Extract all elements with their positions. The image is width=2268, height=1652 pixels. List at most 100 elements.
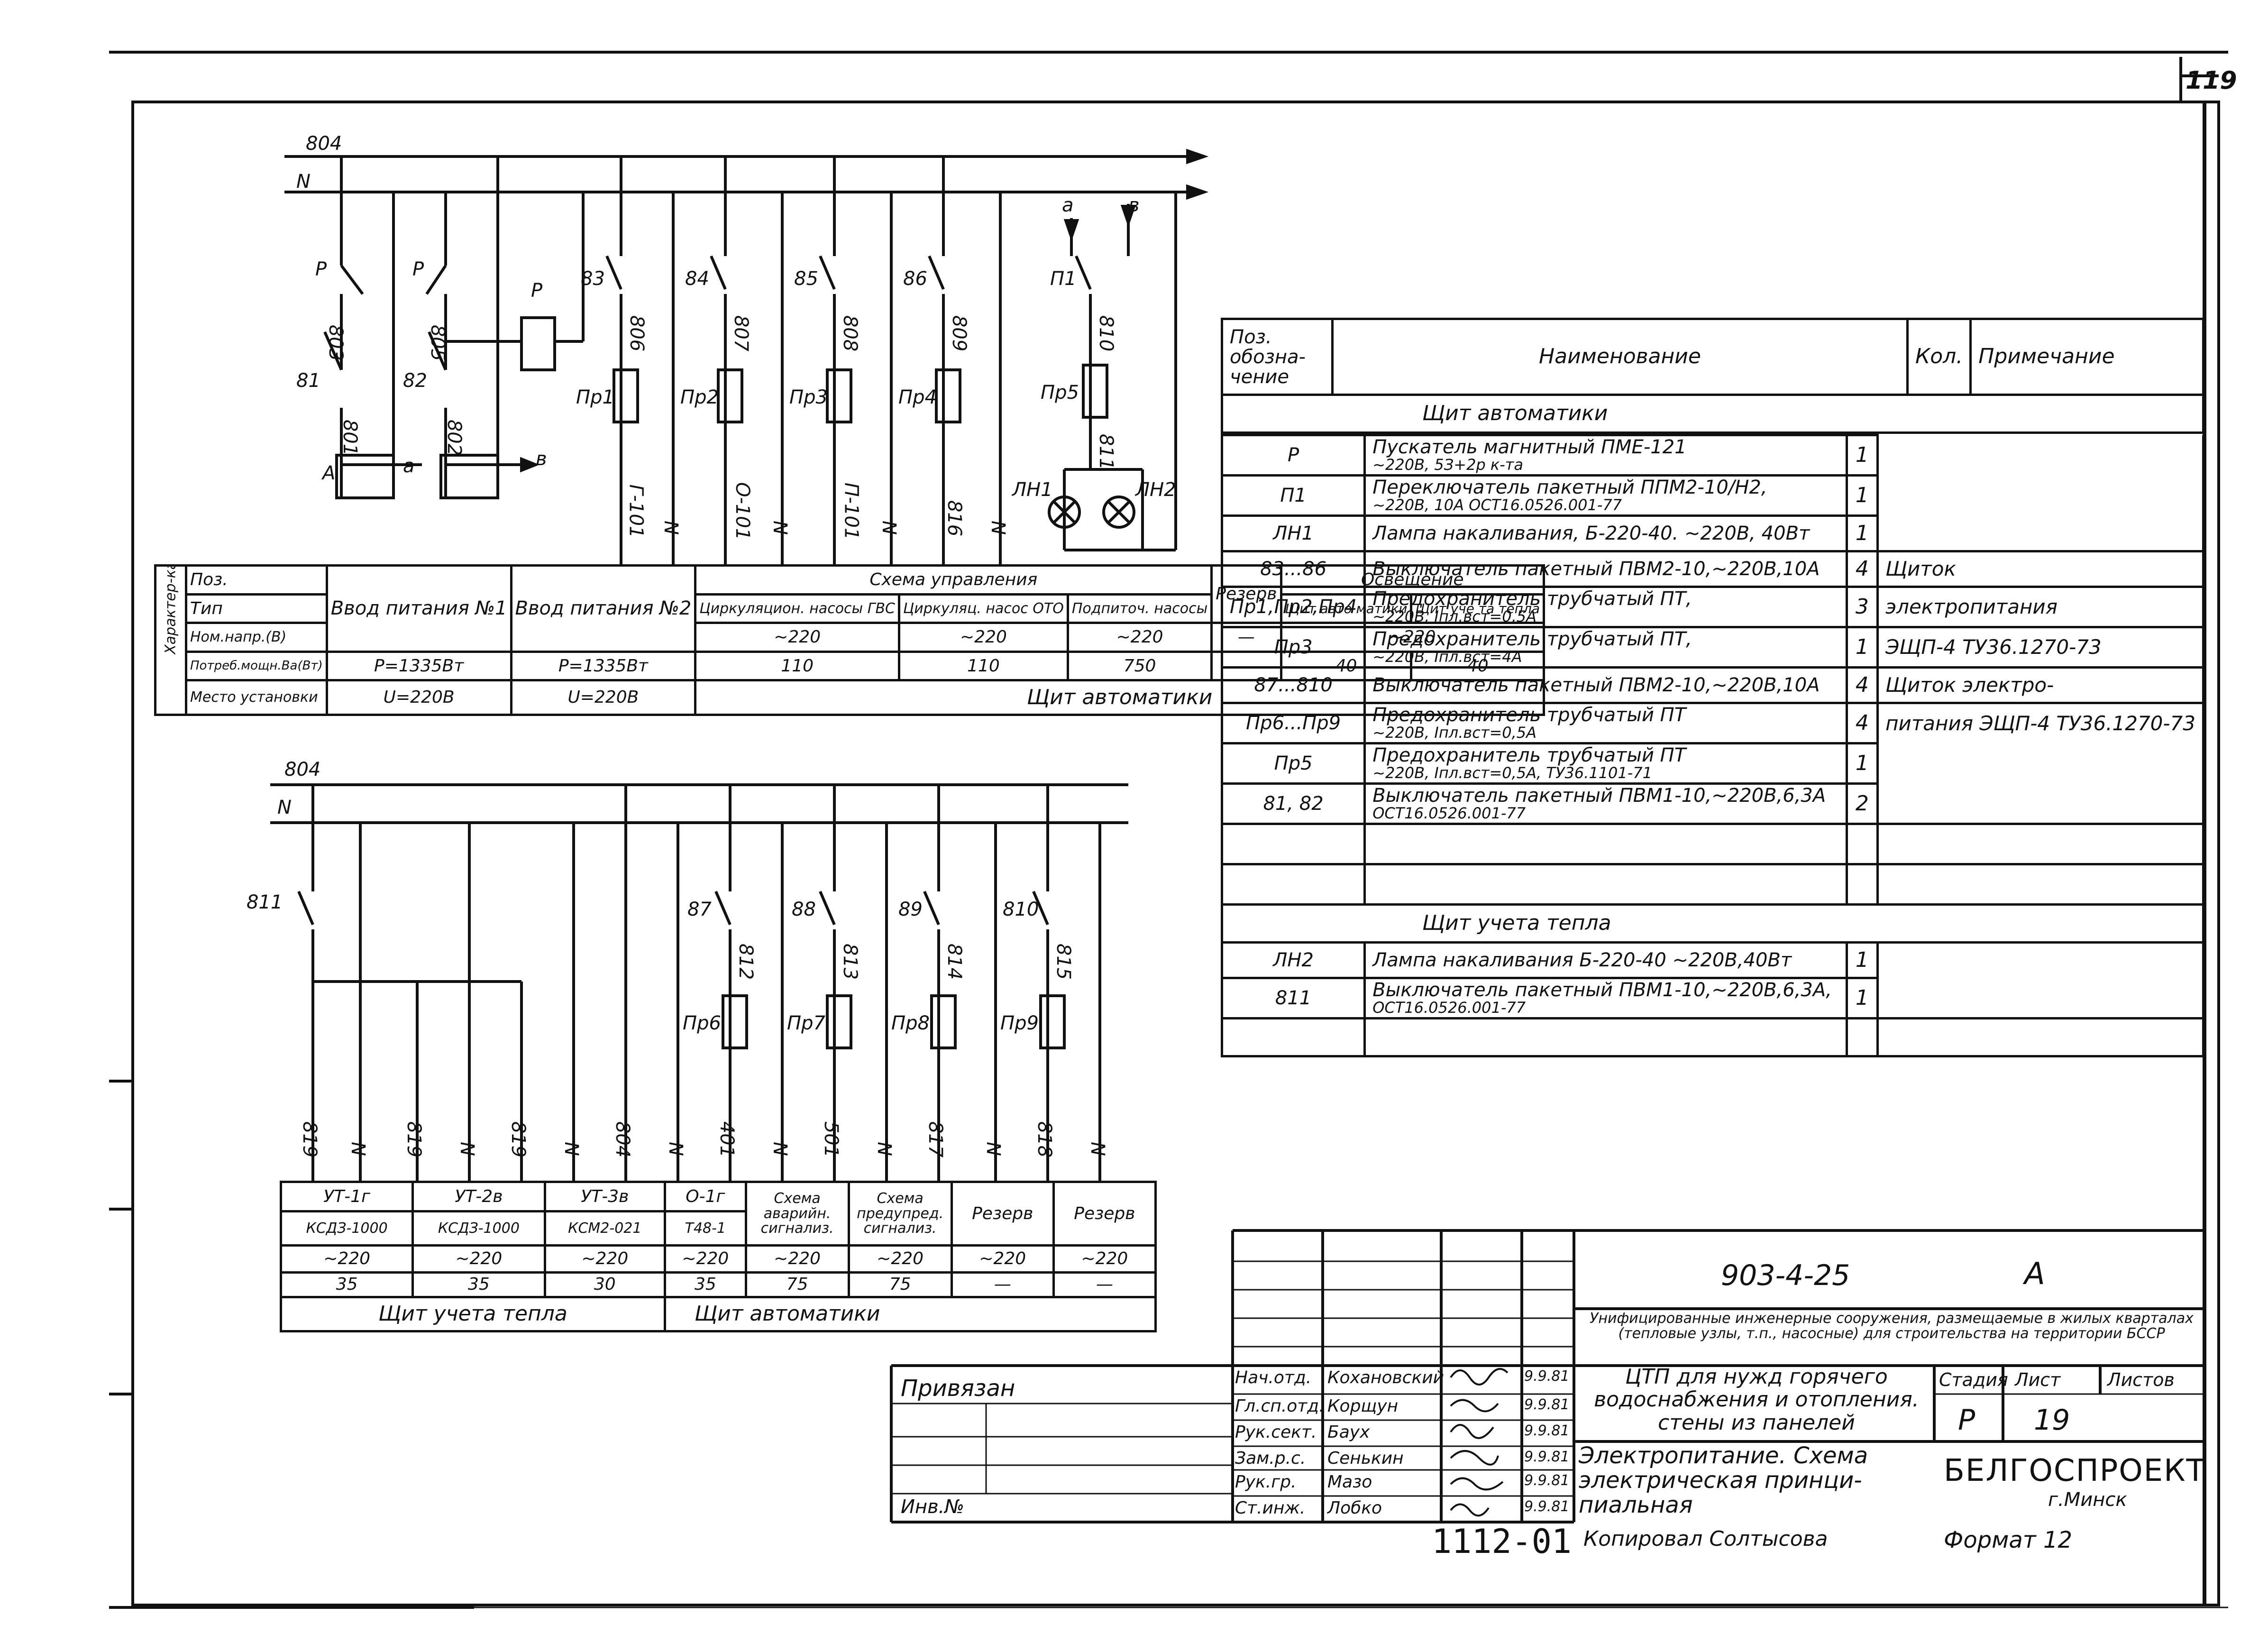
bt-power-8: — <box>1052 1271 1157 1298</box>
spec-qty: 1 <box>1845 514 1879 552</box>
signer-name: Лобко <box>1327 1498 1382 1518</box>
bt-voltage-8: ~220 <box>1052 1244 1157 1274</box>
spec-name: Лампа накаливания, Б-220-40. ~220В, 40Вт <box>1363 514 1848 552</box>
bt-voltage-1: ~220 <box>279 1244 414 1274</box>
bt-pos-1: УТ-1г <box>279 1181 414 1212</box>
signer-name: Мазо <box>1327 1472 1372 1492</box>
bt-voltage-3: ~220 <box>543 1244 667 1274</box>
spec-header-qty: Кол. <box>1906 318 1972 396</box>
spec-row: Пр6...Пр9 Предохранитель трубчатый ПТ~220… <box>1220 702 2204 744</box>
spec-name-line1: Предохранитель трубчатый ПТ, <box>1372 588 1692 610</box>
spec-name: Пускатель магнитный ПМЕ-121~220В, 5З+2р … <box>1363 434 1848 477</box>
bt-voltage-2: ~220 <box>412 1244 546 1274</box>
bt-pos-6: Схема предупред. сигнализ. <box>847 1180 953 1247</box>
city: г.Минск <box>2048 1489 2127 1511</box>
signer-name: Сенькин <box>1327 1449 1404 1468</box>
linked-label: Привязан <box>901 1375 1015 1402</box>
input2-title: Ввод питания №2 <box>510 564 697 653</box>
signer-date: 9.9.81 <box>1524 1423 1570 1439</box>
signer-role: Рук.сект. <box>1235 1423 1317 1442</box>
spec-pos: Пр1,Пр2,Пр4 <box>1220 586 1366 628</box>
group-header: Схема управления <box>694 564 1213 596</box>
spec-name-line1: Предохранитель трубчатый ПТ <box>1372 704 1686 726</box>
stage-label: Стадия <box>1939 1369 2008 1390</box>
spec-name: Выключатель пакетный ПВМ2-10,~220В,10А <box>1363 666 1848 704</box>
spec-name-line2: ~220В, 10А ОСТ16.0526.001-77 <box>1372 496 1622 514</box>
row-label-power: Потреб.мощн.Ва(Вт) <box>185 650 328 682</box>
spec-note <box>1876 783 2204 824</box>
spec-name-line2: ~220В, 5З+2р к-та <box>1372 456 1524 474</box>
bt-pos-5: Схема аварийн. сигнализ. <box>744 1180 850 1247</box>
col-voltage-3: ~220 <box>1066 622 1213 653</box>
wire-g101: Г-101 <box>625 484 647 538</box>
spec-pos: ЛН2 <box>1220 941 1366 979</box>
spec-pos: Р <box>1220 434 1366 477</box>
spec-header-pos: Поз. обозна- чение <box>1221 318 1334 396</box>
col-voltage-1: ~220 <box>694 622 901 653</box>
breaker-label-88: 88 <box>792 899 816 920</box>
phase-label-a: a <box>1062 194 1074 216</box>
spec-qty: 1 <box>1845 977 1879 1019</box>
spec-qty: 4 <box>1845 666 1879 704</box>
spec-name-line2: ОСТ16.0526.001-77 <box>1372 999 1526 1017</box>
breaker-label-81: 81 <box>296 370 320 392</box>
fuse-label-pr3: Пр3 <box>789 386 828 408</box>
bt-voltage-5: ~220 <box>744 1244 850 1274</box>
signer-role: Ст.инж. <box>1235 1498 1306 1518</box>
wire-n1: N <box>659 521 682 535</box>
term-n-4: N <box>664 1142 686 1156</box>
spec-name-line2: ~220В, Iпл.вст=0,5А <box>1372 724 1537 742</box>
input2-power: P=1335Вт <box>510 650 697 682</box>
signer-name: Баух <box>1327 1423 1370 1442</box>
fuse-label-pr9: Пр9 <box>1000 1012 1039 1034</box>
feeder-85 <box>819 156 852 564</box>
spec-note: электропитания <box>1876 586 2204 627</box>
spec-pos: Пр6...Пр9 <box>1220 702 1366 744</box>
term-n-2: N <box>456 1142 478 1156</box>
drawing-title: ЦТП для нужд горячего водоснабжения и от… <box>1594 1365 1919 1435</box>
lamp-label-ln1: ЛН1 <box>1012 479 1053 501</box>
term-804: 804 <box>612 1121 634 1158</box>
bt-power-4: 35 <box>664 1271 747 1298</box>
spec-qty: 4 <box>1845 702 1879 744</box>
signer-date: 9.9.81 <box>1524 1396 1570 1413</box>
spec-name-line1: Лампа накаливания, Б-220-40. ~220В, 40Вт <box>1372 523 1810 544</box>
term-817: 817 <box>924 1121 947 1158</box>
bus-label-804-bottom: 804 <box>284 759 321 780</box>
bt-type-1: КСДЗ-1000 <box>279 1210 414 1247</box>
wire-802: 802 <box>443 419 466 456</box>
spec-qty: 1 <box>1845 474 1879 517</box>
signer-role: Нач.отд. <box>1235 1368 1312 1387</box>
spec-qty: 3 <box>1845 586 1879 628</box>
term-401: 401 <box>716 1121 738 1158</box>
spec-note <box>1876 743 2204 784</box>
term-818: 818 <box>1033 1121 1056 1158</box>
spec-name: Выключатель пакетный ПВМ2-10,~220В,10А <box>1363 550 1848 588</box>
spec-name: Переключатель пакетный ППМ2-10/Н2,~220В,… <box>1363 474 1848 517</box>
bt-pos-7: Резерв <box>950 1180 1055 1247</box>
term-n-3: N <box>560 1142 582 1156</box>
spec-name-line2: ~220В, Iпл.вст=4А <box>1372 648 1522 666</box>
bt-power-6: 75 <box>847 1271 953 1298</box>
spec-pos: П1 <box>1220 474 1366 517</box>
spec-pos: 83...86 <box>1220 550 1366 588</box>
project-code: 903-4-25 <box>1721 1259 1850 1292</box>
signer-date: 9.9.81 <box>1524 1498 1570 1515</box>
wire-p101: П-101 <box>840 482 862 540</box>
spec-qty: 1 <box>1845 434 1879 477</box>
spec-name-line1: Выключатель пакетный ПВМ1-10,~220В,6,3А <box>1372 785 1826 807</box>
signer-role: Гл.сп.отд. <box>1235 1396 1325 1416</box>
wire-o101: О-101 <box>732 482 754 541</box>
col-type-1: Циркуляцион. насосы ГВС <box>694 593 901 624</box>
term-501: 501 <box>820 1121 842 1158</box>
wire-805: 805 <box>427 324 449 361</box>
bt-pos-4: О-1г <box>664 1181 747 1212</box>
spec-name-line1: Предохранитель трубчатый ПТ, <box>1372 628 1692 651</box>
spec-pos: 81, 82 <box>1220 782 1366 825</box>
